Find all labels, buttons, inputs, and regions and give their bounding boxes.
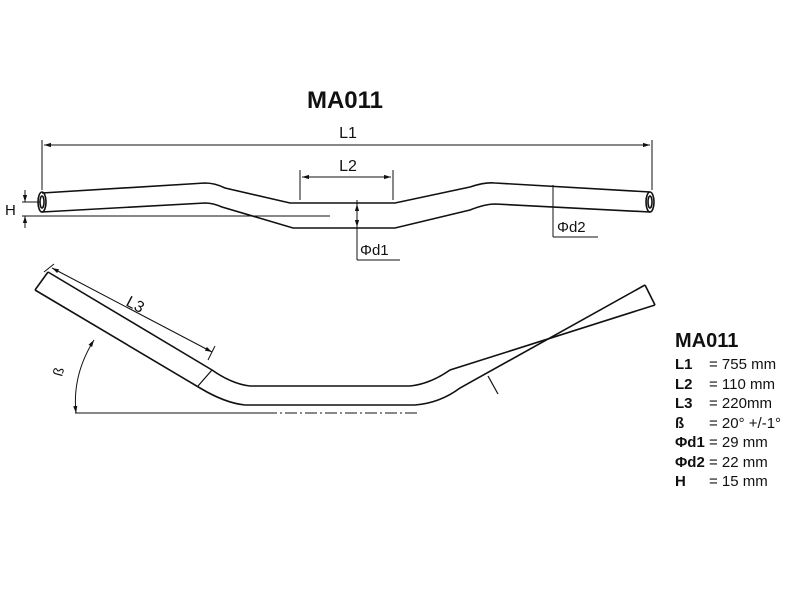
spec-value: = 22 mm xyxy=(709,453,768,471)
spec-row: Φd1= 29 mm xyxy=(675,433,781,453)
label-d2: Φd2 xyxy=(557,219,586,236)
spec-value: = 29 mm xyxy=(709,434,768,451)
label-d1: Φd1 xyxy=(360,242,389,259)
dimension-L3 xyxy=(51,267,213,353)
spec-value: = 20° +/-1° xyxy=(709,414,782,432)
label-L1: L1 xyxy=(339,125,357,142)
spec-value: = 755 mm xyxy=(709,356,777,373)
spec-row: L1 = 755 mm xyxy=(675,355,781,375)
specs-title: MA011 xyxy=(675,330,739,352)
spec-key: L2 xyxy=(675,375,693,393)
front-view: L3 ß xyxy=(34,263,656,414)
spec-row: H = 15 mm xyxy=(675,472,781,492)
spec-key: L3 xyxy=(675,395,693,412)
specs-table: MA011 L1 = 755 mm L2 = 110 mm L3 = 220mm ß =… xyxy=(675,330,781,492)
spec-row: ß = 20° +/-1° xyxy=(675,414,781,434)
spec-value: = 110 mm xyxy=(709,375,775,393)
spec-key: Φd2 xyxy=(675,453,705,471)
label-H: H xyxy=(5,202,16,219)
spec-key: H xyxy=(675,473,686,490)
spec-key: L1 xyxy=(675,356,693,373)
label-beta: ß xyxy=(49,365,67,377)
spec-value: = 15 mm xyxy=(709,473,768,490)
spec-row: L3 = 220mm xyxy=(675,394,781,414)
spec-key: ß xyxy=(675,414,685,432)
spec-row: L2 = 110 mm xyxy=(675,375,781,395)
label-L2: L2 xyxy=(339,158,357,175)
spec-value: = 220mm xyxy=(709,395,772,412)
spec-key: Φd1 xyxy=(675,434,705,451)
dimension-beta xyxy=(73,339,95,414)
spec-row: Φd2= 22 mm xyxy=(675,453,781,473)
drawing-title: MA011 xyxy=(307,87,383,114)
top-view: L1 L2 H Φd1 Φd2 xyxy=(5,125,655,261)
tube-end-right xyxy=(645,191,655,213)
label-L3: L3 xyxy=(123,294,147,317)
